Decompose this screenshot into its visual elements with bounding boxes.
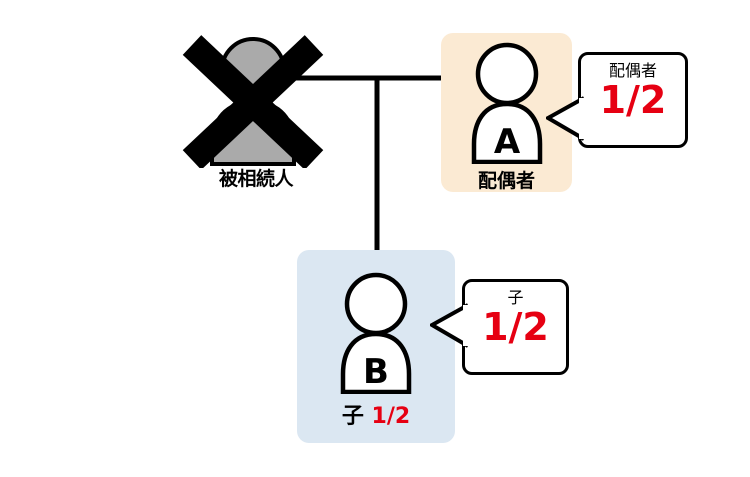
child-label-text: 子 <box>341 404 364 429</box>
decedent-figure[interactable] <box>178 28 328 168</box>
decedent-x-cross-icon <box>182 35 324 168</box>
spouse-head <box>475 42 539 106</box>
child-share-value: 1/2 <box>371 404 411 429</box>
child-label: 子 1/2 <box>297 398 455 430</box>
child-callout-share: 1/2 <box>482 304 549 349</box>
spouse-initial: A <box>494 122 521 162</box>
spouse-callout-title: 配偶者 <box>608 61 657 80</box>
spouse-body <box>471 101 543 164</box>
child-callout-tail-icon <box>430 303 470 348</box>
child-initial: B <box>363 352 389 392</box>
decedent-label: 被相続人 <box>218 168 294 190</box>
spouse-callout-tail-icon <box>546 96 586 141</box>
spouse-figure[interactable]: A <box>468 42 546 164</box>
spouse-callout-share: 1/2 <box>599 77 667 122</box>
child-head <box>344 272 408 336</box>
child-share-callout[interactable]: 子 1/2 <box>462 279 569 375</box>
child-figure[interactable]: B <box>337 272 415 394</box>
spouse-share-callout[interactable]: 配偶者 1/2 <box>578 52 688 148</box>
spouse-label: 配偶者 <box>477 170 535 192</box>
child-callout-title: 子 <box>507 288 524 307</box>
child-body <box>340 331 412 394</box>
